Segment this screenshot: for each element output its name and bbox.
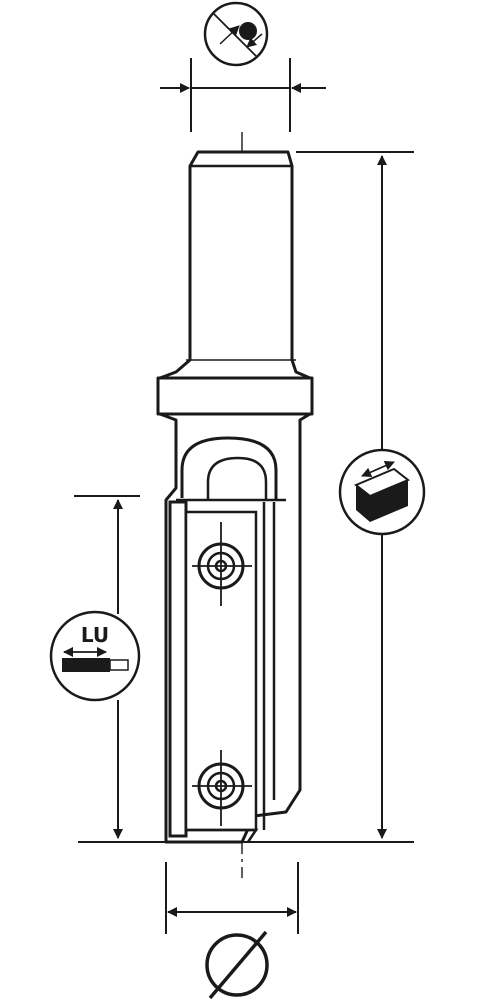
lower-screw bbox=[192, 750, 252, 826]
lu-label: LU bbox=[81, 623, 109, 647]
upper-screw bbox=[192, 522, 252, 606]
cutting-length-icon: LU bbox=[49, 610, 141, 702]
shank-diameter-icon bbox=[203, 1, 269, 67]
cutting-diameter-dimension bbox=[165, 862, 299, 934]
diameter-symbol bbox=[205, 930, 269, 1000]
flute bbox=[176, 436, 286, 502]
shank-dimension bbox=[160, 58, 326, 132]
overall-length-dimension bbox=[296, 151, 414, 839]
cutting-length-dimension bbox=[74, 495, 140, 839]
blade-insert-icon bbox=[338, 448, 426, 536]
